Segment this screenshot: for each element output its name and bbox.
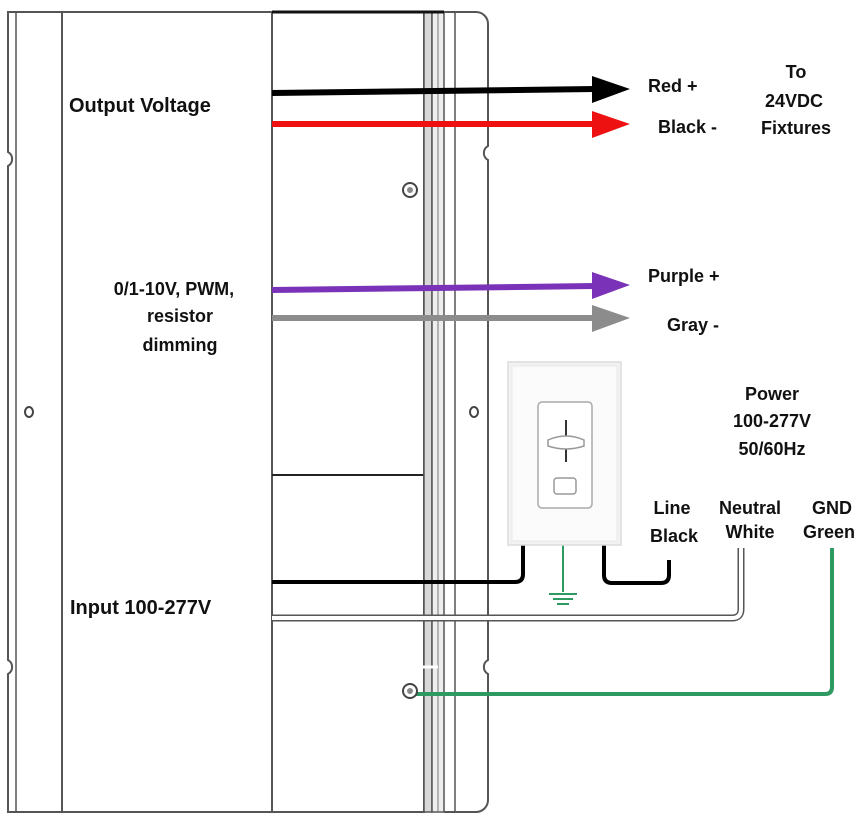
dimming-label-line1: 0/1-10V, PWM, [114,279,234,299]
neutral-label: Neutral [719,498,781,518]
to-label-line1: To [786,62,807,82]
dimmer-switch [507,361,622,546]
screw-ground [402,683,418,699]
driver-housing [7,10,489,813]
dimmer-slider [547,435,585,450]
black-minus-label: Black - [658,117,717,137]
black-output-arrowhead [592,76,630,103]
dimmer-toggle [553,477,577,495]
power-label-line2: 100-277V [733,411,811,431]
to-label-line2: 24VDC [765,91,823,111]
dimming-label-line2: resistor [147,306,213,326]
line-color-label: Black [650,526,699,546]
input-label: Input 100-277V [70,597,212,619]
line-label: Line [653,498,690,518]
red-output-arrowhead [592,111,630,138]
input-wires [272,545,834,696]
gray-dimming-arrowhead [592,305,630,332]
slot-left [24,406,34,418]
output-voltage-label: Output Voltage [69,95,211,117]
gnd-color-label: Green [803,522,855,542]
gray-minus-label: Gray - [667,315,719,335]
black-output-wire [271,86,596,96]
mounting-slots [24,406,479,418]
green-ground-wire [410,548,834,696]
red-plus-label: Red + [648,76,698,96]
purple-plus-label: Purple + [648,266,720,286]
dimmer-line-loop [602,545,671,585]
power-label-line3: 50/60Hz [738,439,805,459]
dimming-label-line3: dimming [143,335,218,355]
black-input-wire [272,545,525,584]
purple-dimming-arrowhead [592,272,630,299]
purple-dimming-wire [271,283,596,293]
to-label-line3: Fixtures [761,118,831,138]
dimming-wires [271,272,630,332]
output-wires [271,76,630,138]
screw-top [402,182,418,198]
power-label-line1: Power [745,384,799,404]
slot-right [469,406,479,418]
gnd-label: GND [812,498,852,518]
neutral-color-label: White [726,522,775,542]
